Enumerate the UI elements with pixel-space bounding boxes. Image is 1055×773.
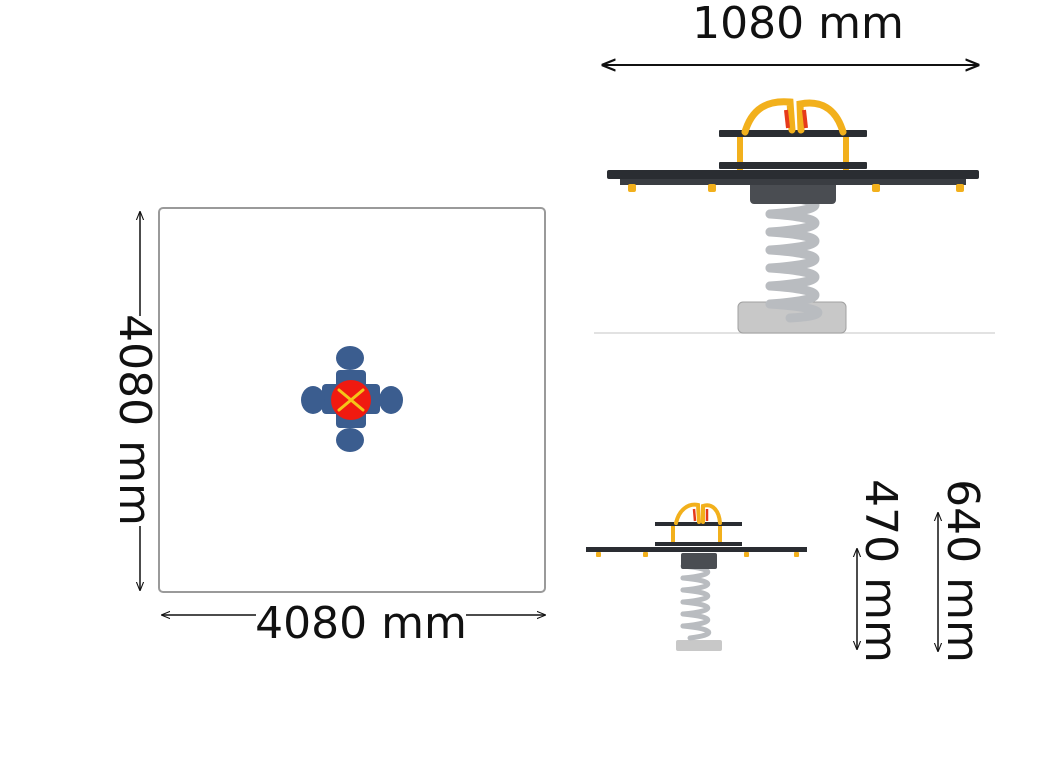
plan-view: 4080 mm 4080 mm [109, 207, 546, 649]
small-right-post [718, 524, 722, 546]
side-elevation-view: 470 mm 640 mm [586, 479, 988, 663]
left-post [737, 134, 743, 170]
total-height-label: 640 mm [937, 479, 988, 663]
plan-seat-bottom [336, 428, 364, 452]
plan-seat-right [379, 386, 403, 414]
small-handle-red [692, 508, 709, 522]
left-handle [741, 98, 796, 136]
right-handle-inner [802, 109, 808, 129]
small-middle-plate [655, 542, 742, 546]
upper-plate [719, 130, 867, 137]
right-post [843, 134, 849, 170]
plan-product-icon [301, 346, 403, 452]
small-footrest-bumpers [596, 552, 799, 557]
footrest-bumpers [628, 184, 964, 192]
small-left-post [671, 524, 675, 546]
left-handle-inner [784, 109, 790, 129]
small-coil-spring [680, 563, 712, 641]
seat-height-label: 470 mm [855, 479, 906, 663]
coil-spring [765, 191, 823, 323]
small-left-handle [674, 502, 701, 525]
plan-seat-top [336, 346, 364, 370]
small-right-handle [701, 503, 722, 525]
product-width-label: 1080 mm [692, 0, 904, 49]
main-seat-plate [607, 170, 979, 179]
front-elevation-view: 1080 mm [594, 0, 995, 334]
main-seat-plate-underside [620, 179, 966, 185]
plan-width-label: 4080 mm [255, 598, 467, 649]
small-seat-plate [586, 547, 807, 552]
plan-handle-cross [337, 388, 365, 412]
small-spring-base [676, 640, 722, 651]
plan-depth-label: 4080 mm [109, 314, 160, 526]
small-spring-head [681, 553, 717, 569]
right-handle [796, 99, 847, 136]
middle-plate [719, 162, 867, 169]
plan-seat-left [301, 386, 325, 414]
small-upper-plate [655, 522, 742, 526]
